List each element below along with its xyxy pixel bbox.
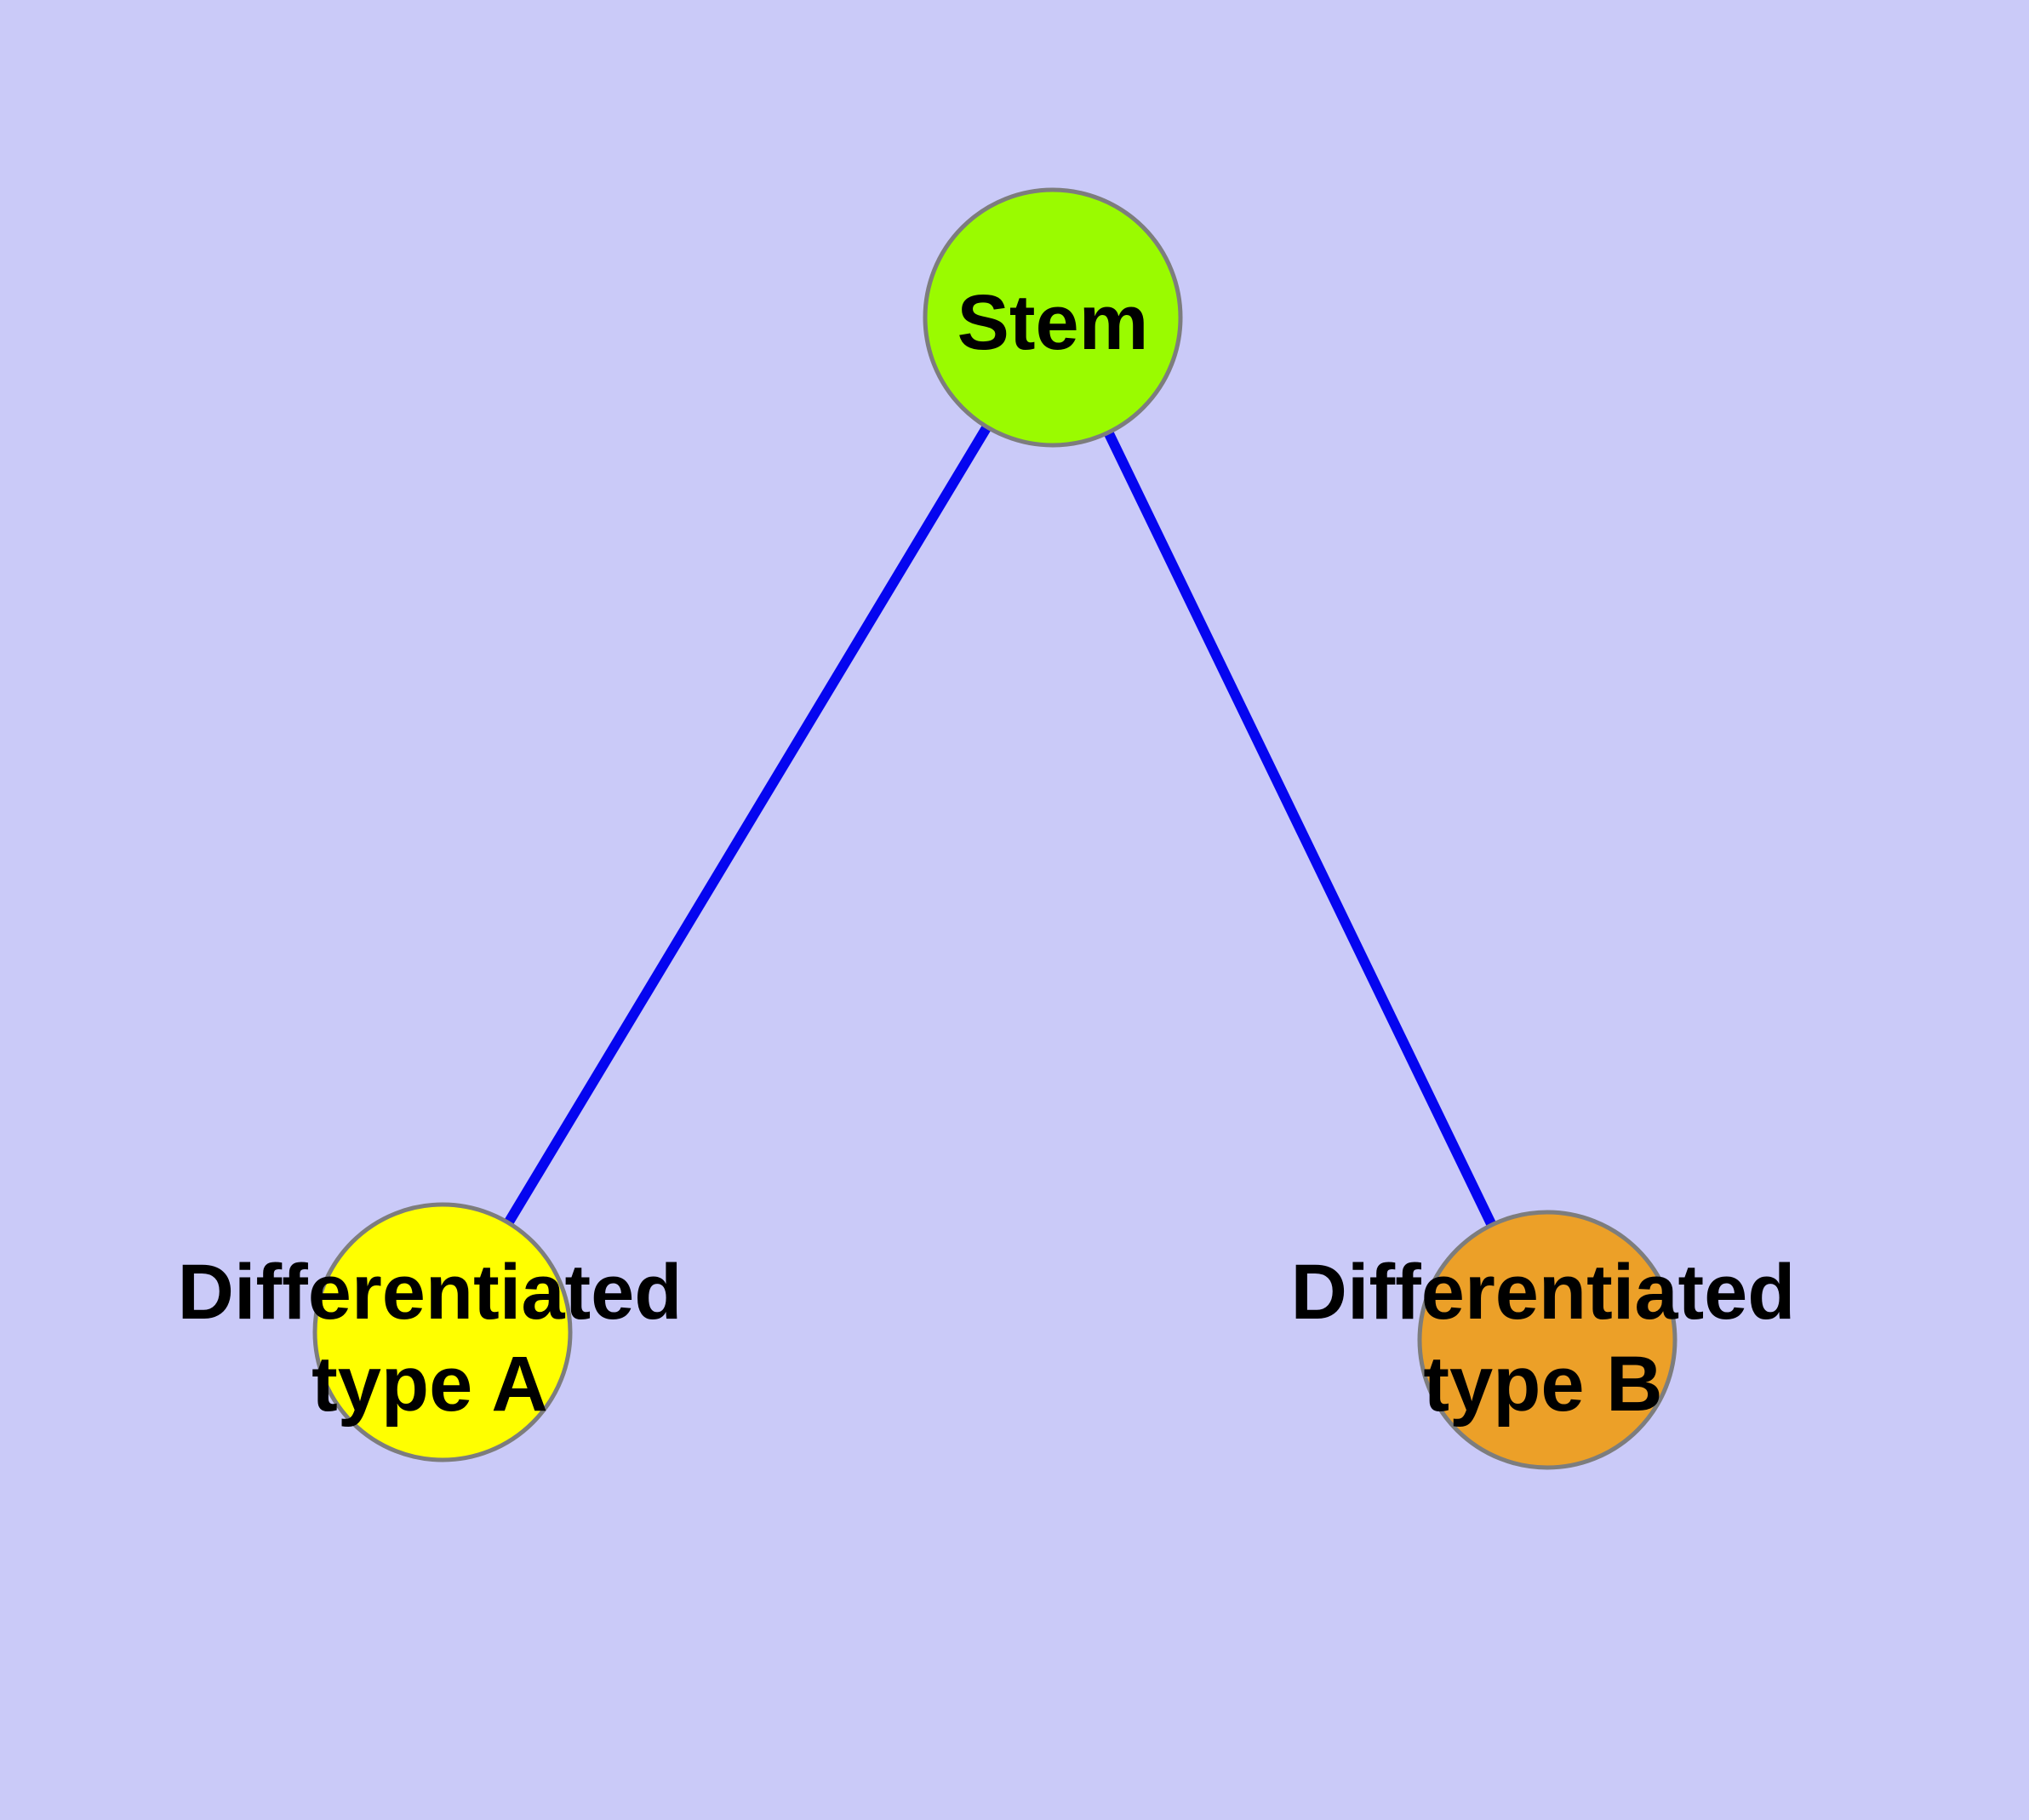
node-type-b-label-line2: type B	[1423, 1341, 1662, 1428]
node-type-b-circle	[1417, 1210, 1677, 1470]
edges	[437, 314, 1552, 1342]
node-stem: Stem	[923, 187, 1183, 448]
node-type-a: Differentiated type A	[178, 1202, 683, 1462]
node-type-b: Differentiated type B	[1291, 1210, 1796, 1470]
node-type-a-circle	[312, 1202, 573, 1462]
node-type-a-label-line2: type A	[311, 1341, 548, 1428]
node-type-a-label-line1: Differentiated	[178, 1249, 683, 1336]
edge-stem-to-type-a	[437, 314, 1058, 1336]
edge-stem-to-type-b	[1048, 315, 1552, 1342]
node-stem-label: Stem	[957, 279, 1149, 366]
node-stem-circle	[923, 187, 1183, 448]
node-type-b-label-line1: Differentiated	[1291, 1249, 1796, 1336]
